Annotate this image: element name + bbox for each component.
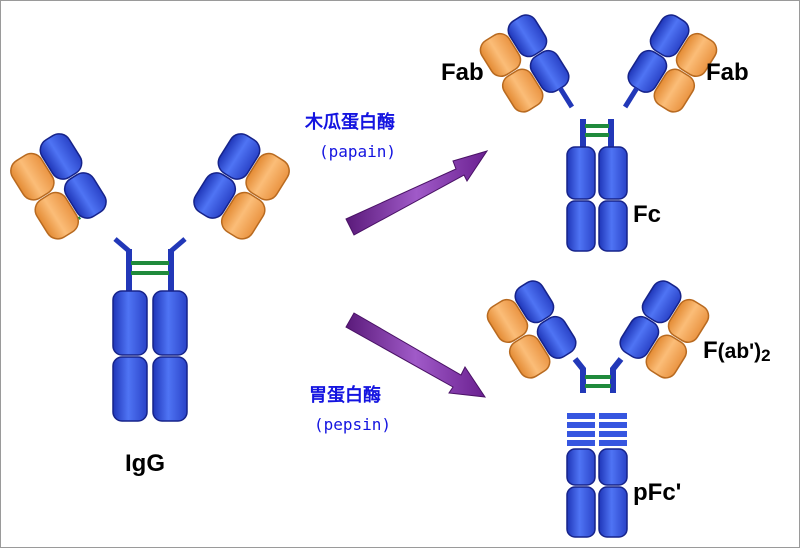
fab2-fragment: [486, 280, 710, 393]
pepsin-arrow: [345, 312, 487, 398]
fab-fragment-left: [479, 14, 575, 113]
fc-fragment: [566, 119, 628, 252]
igg-fc-stem: [112, 290, 188, 422]
papain-arrow: [345, 150, 489, 236]
papain-english-label: (papain): [319, 142, 397, 161]
igg-right-arm: [193, 133, 290, 240]
pfc-fragment: [566, 413, 628, 538]
fab-label-left: Fab: [441, 59, 484, 86]
igg-left-arm: [10, 133, 107, 240]
fab-fragment-right: [622, 14, 718, 113]
pfc-label: pFc': [633, 479, 682, 506]
fab-label-right: Fab: [706, 59, 749, 86]
igg-disulfide-bonds: [131, 261, 169, 275]
igg-molecule: [10, 133, 290, 422]
pepsin-chinese-label: 胃蛋白酶: [309, 385, 381, 406]
pepsin-english-label: (pepsin): [314, 415, 392, 434]
fc-label: Fc: [633, 201, 662, 228]
fab2-label-main: F: [703, 337, 718, 364]
fab2-label-paren: (ab'): [717, 340, 762, 363]
igg-label: IgG: [125, 450, 165, 477]
pfc-digested-top: [567, 413, 627, 446]
fab2-label-subscript: 2: [761, 346, 771, 365]
fab2-label: F(ab')2: [703, 337, 771, 365]
papain-chinese-label: 木瓜蛋白酶: [305, 112, 395, 133]
